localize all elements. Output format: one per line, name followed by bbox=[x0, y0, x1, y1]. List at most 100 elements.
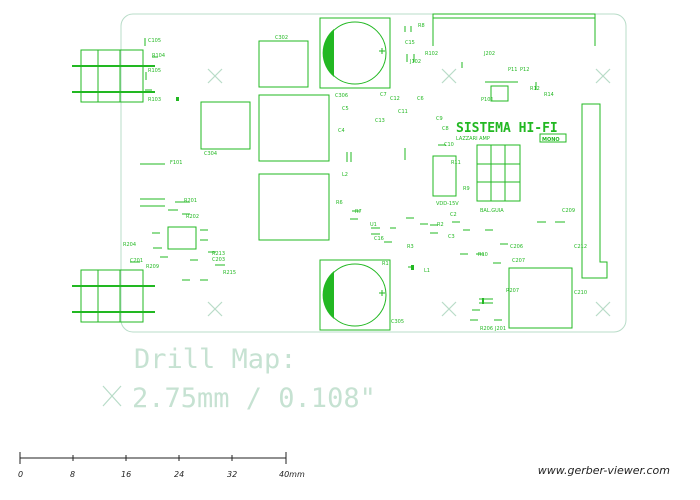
ref-label: P12 bbox=[520, 67, 529, 73]
scale-tick-label: 32 bbox=[227, 470, 237, 479]
reference-designators: C105 R104 R105 R103 C302 C304 F101 C306 … bbox=[123, 23, 587, 332]
inductor-c302 bbox=[258, 40, 309, 88]
ref-label: C212 bbox=[574, 244, 587, 250]
legend-entry: 2.75mm / 0.108" bbox=[132, 383, 376, 414]
ref-label: R105 bbox=[148, 68, 161, 74]
ref-label: C12 bbox=[390, 96, 400, 102]
ref-label: R202 bbox=[186, 214, 199, 220]
ref-label: C305 bbox=[391, 319, 404, 325]
terminal-block-top bbox=[72, 49, 155, 103]
ref-label: R104 bbox=[152, 53, 165, 59]
scale-tick-label: 24 bbox=[174, 470, 184, 479]
mono-badge: MONO bbox=[542, 137, 560, 143]
ref-label: R8 bbox=[418, 23, 425, 29]
capacitor-top bbox=[319, 17, 391, 89]
passive-components bbox=[130, 26, 565, 321]
ref-label: C306 bbox=[335, 93, 348, 99]
drill-mark bbox=[207, 301, 223, 317]
ref-label: L1 bbox=[424, 268, 430, 274]
brand-watermark: www.gerber-viewer.com bbox=[537, 464, 670, 477]
scale-tick-label: 0 bbox=[18, 470, 23, 479]
board-note: VDD-15V bbox=[436, 201, 459, 207]
ref-label: C210 bbox=[574, 290, 587, 296]
ref-label: R102 bbox=[425, 51, 438, 57]
ref-label: C207 bbox=[512, 258, 525, 264]
scale-tick-label: 40mm bbox=[279, 470, 305, 479]
ref-label: R9 bbox=[463, 186, 470, 192]
ref-label: R11 bbox=[451, 160, 461, 166]
ref-label: R215 bbox=[223, 270, 236, 276]
ref-label: C206 bbox=[510, 244, 523, 250]
ref-label: L2 bbox=[342, 172, 348, 178]
ref-label: R12 bbox=[530, 86, 540, 92]
scale-tick-label: 8 bbox=[70, 470, 75, 479]
ref-label: R3 bbox=[407, 244, 414, 250]
pad-marker bbox=[482, 298, 484, 304]
ref-label: C3 bbox=[448, 234, 455, 240]
ref-label: R6 bbox=[336, 200, 343, 206]
ref-label: C11 bbox=[398, 109, 408, 115]
drill-mark bbox=[441, 68, 457, 84]
ref-label: J102 bbox=[409, 59, 421, 65]
ref-label: C2 bbox=[450, 212, 457, 218]
ref-label: C302 bbox=[275, 35, 288, 41]
ref-label: R201 bbox=[184, 198, 197, 204]
ref-label: C15 bbox=[405, 40, 415, 46]
drill-markers bbox=[207, 68, 611, 317]
ref-label: U1 bbox=[370, 222, 377, 228]
component-p101 bbox=[490, 85, 509, 102]
ref-label: C7 bbox=[380, 92, 387, 98]
ref-label: C5 bbox=[342, 106, 349, 112]
pad-marker bbox=[176, 97, 179, 101]
ref-label: R1 bbox=[382, 261, 389, 267]
ref-label: C16 bbox=[374, 236, 384, 242]
connector-j203 bbox=[581, 103, 608, 279]
ref-label: C304 bbox=[204, 151, 217, 157]
drill-mark bbox=[207, 68, 223, 84]
ref-label: C13 bbox=[375, 118, 385, 124]
board-title: SISTEMA HI-FI bbox=[456, 121, 558, 136]
ref-label: C9 bbox=[436, 116, 443, 122]
terminal-block-bottom bbox=[72, 269, 155, 323]
ref-label: R2 bbox=[437, 222, 444, 228]
ref-label: C209 bbox=[562, 208, 575, 214]
ref-label: J202 bbox=[483, 51, 495, 57]
legend-drill-icon bbox=[102, 385, 122, 407]
header-strip bbox=[432, 13, 596, 19]
inductor-l1 bbox=[258, 94, 330, 162]
pad-marker bbox=[411, 265, 414, 270]
mono-badge-frame bbox=[539, 133, 567, 143]
ref-label: R10 bbox=[478, 252, 488, 258]
legend-heading: Drill Map: bbox=[134, 344, 297, 375]
ref-label: R209 bbox=[146, 264, 159, 270]
ref-label: C201 bbox=[130, 258, 143, 264]
ref-label: P101 bbox=[481, 97, 494, 103]
ref-label: P11 bbox=[508, 67, 517, 73]
ref-label: F101 bbox=[170, 160, 182, 166]
inductor-l2 bbox=[258, 173, 330, 241]
ref-label: C6 bbox=[417, 96, 424, 102]
board-note: BAL.GUIA bbox=[480, 208, 504, 214]
ref-label: C8 bbox=[442, 126, 449, 132]
ref-label: C105 bbox=[148, 38, 161, 44]
ic-u1 bbox=[432, 155, 457, 197]
inductor-c304 bbox=[200, 101, 251, 150]
drill-mark bbox=[595, 68, 611, 84]
capacitor-bottom bbox=[319, 259, 391, 331]
board-subtitle: LAZZARI AMP bbox=[456, 136, 490, 142]
inductor-l201 bbox=[508, 267, 573, 329]
board-outline bbox=[120, 13, 627, 333]
ref-label: R7 bbox=[355, 209, 362, 215]
ref-label: R103 bbox=[148, 97, 161, 103]
scale-bar: 0 8 16 24 32 40mm bbox=[18, 452, 305, 479]
ref-label: R14 bbox=[544, 92, 554, 98]
ref-label: C203 bbox=[212, 257, 225, 263]
connector-header bbox=[476, 144, 521, 202]
ref-label: R213 bbox=[212, 251, 225, 257]
ref-label: R207 bbox=[506, 288, 519, 294]
ic-op-amp bbox=[167, 226, 197, 250]
drill-mark bbox=[595, 301, 611, 317]
ref-label: R204 bbox=[123, 242, 136, 248]
ref-label: C10 bbox=[444, 142, 454, 148]
